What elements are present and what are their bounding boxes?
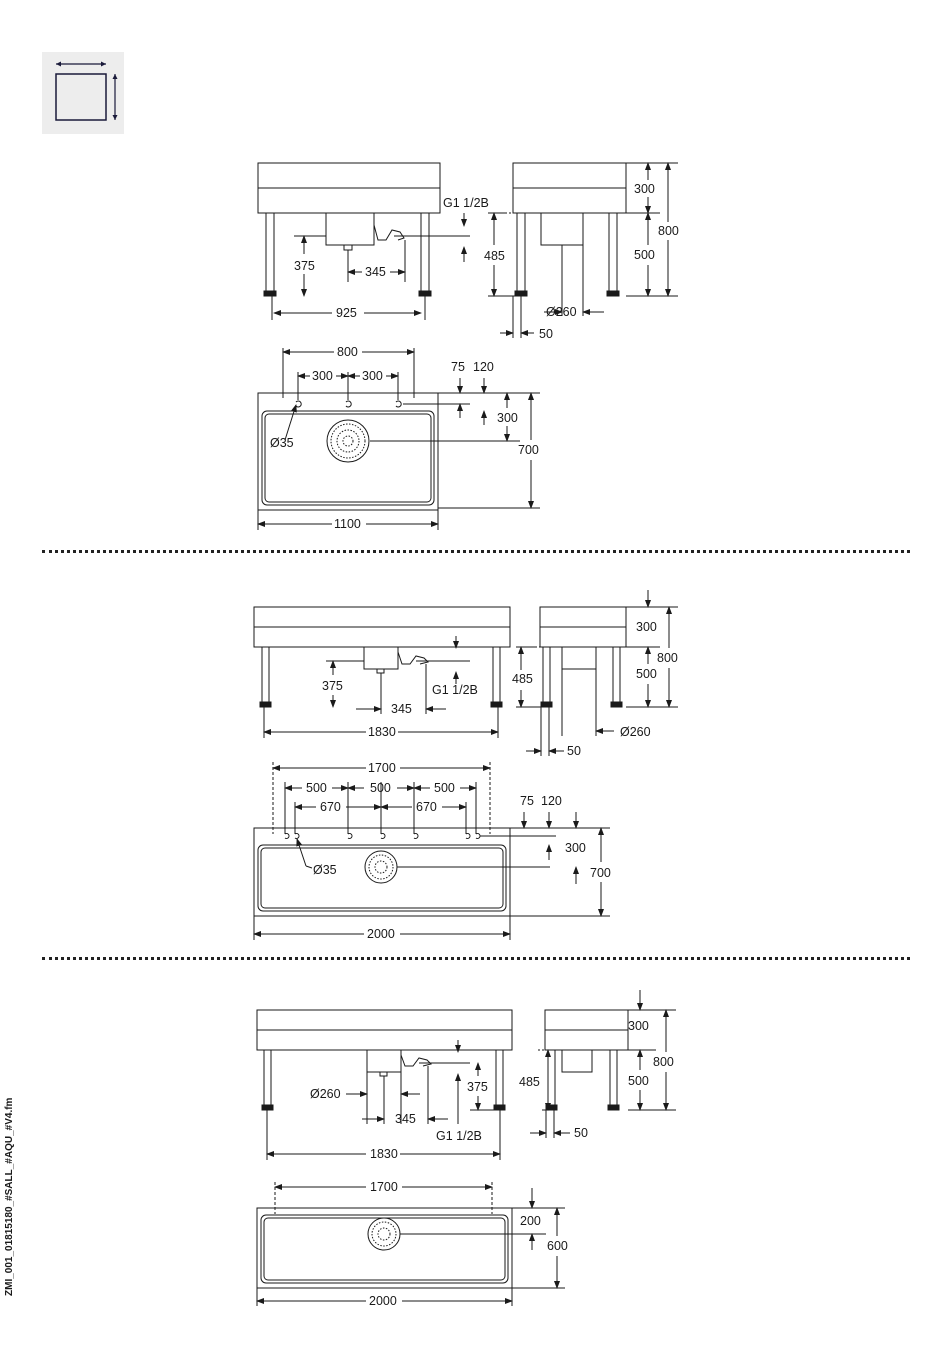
v3-top-dim-200: 200: [520, 1214, 541, 1228]
v3-top-dim-600: 600: [547, 1239, 568, 1253]
v3-side-dim-485: 485: [519, 1075, 540, 1089]
v1-front-dim-345: 345: [365, 265, 386, 279]
variant1-front-view: [258, 163, 470, 320]
variant1-side-view: [505, 163, 626, 296]
v1-top-dim-300b: 300: [362, 369, 383, 383]
v3-side-dim-500: 500: [628, 1074, 649, 1088]
v2-top-dim-500b: 500: [370, 781, 391, 795]
v3-front-dim-345: 345: [395, 1112, 416, 1126]
v2-side-dim-50: 50: [567, 744, 581, 758]
v2-top-dim-670b: 670: [416, 800, 437, 814]
v3-side-dim-800: 800: [653, 1055, 674, 1069]
v1-top-dim-35: Ø35: [270, 436, 294, 450]
variant3-top-view: [257, 1208, 546, 1288]
variant1-top-view: [258, 393, 520, 510]
v1-front-dim-925: 925: [336, 306, 357, 320]
v2-top-dim-75: 75: [520, 794, 534, 808]
v2-front-dim-375: 375: [322, 679, 343, 693]
v2-side-dim-485: 485: [512, 672, 533, 686]
v2-side-dim-800: 800: [657, 651, 678, 665]
v1-top-dim-120: 120: [473, 360, 494, 374]
v3-front-connection: G1 1/2B: [436, 1129, 482, 1143]
v3-side-dim-50: 50: [574, 1126, 588, 1140]
v2-side-dim-300: 300: [636, 620, 657, 634]
v1-front-dim-375: 375: [294, 259, 315, 273]
variant2-top-view: [254, 828, 556, 916]
v3-front-dim-375: 375: [467, 1080, 488, 1094]
v1-top-dim-1100: 1100: [334, 517, 361, 531]
variant3-top-dims: [257, 1182, 565, 1306]
v3-front-dim-260: Ø260: [310, 1087, 341, 1101]
v2-top-dim-2000: 2000: [367, 927, 395, 941]
v2-top-dim-300: 300: [565, 841, 586, 855]
v2-top-dim-500c: 500: [434, 781, 455, 795]
v3-top-dim-2000: 2000: [369, 1294, 397, 1308]
v1-side-dim-260: Ø260: [546, 305, 577, 319]
v1-side-dim-500: 500: [634, 248, 655, 262]
v2-top-dim-1700: 1700: [368, 761, 396, 775]
v2-front-connection: G1 1/2B: [432, 683, 478, 697]
v3-front-dim-1830: 1830: [370, 1147, 398, 1161]
v1-side-dim-485: 485: [484, 249, 505, 263]
v1-side-dim-50: 50: [539, 327, 553, 341]
v2-top-dim-35: Ø35: [313, 863, 337, 877]
v1-top-dim-300c: 300: [497, 411, 518, 425]
v1-top-dim-75: 75: [451, 360, 465, 374]
v3-side-dim-300: 300: [628, 1019, 649, 1033]
v1-top-dim-300a: 300: [312, 369, 333, 383]
v2-front-dim-345: 345: [391, 702, 412, 716]
v2-top-dim-120: 120: [541, 794, 562, 808]
v1-top-dim-700: 700: [518, 443, 539, 457]
v2-top-dim-670a: 670: [320, 800, 341, 814]
v1-side-dim-800: 800: [658, 224, 679, 238]
v3-top-dim-1700: 1700: [370, 1180, 398, 1194]
v2-top-dim-500a: 500: [306, 781, 327, 795]
v1-top-dim-800: 800: [337, 345, 358, 359]
v2-side-dim-500: 500: [636, 667, 657, 681]
v2-side-dim-260: Ø260: [620, 725, 651, 739]
variant3-side-view: [538, 1010, 628, 1110]
v2-top-dim-700: 700: [590, 866, 611, 880]
v1-front-connection: G1 1/2B: [443, 196, 489, 210]
v2-front-dim-1830: 1830: [368, 725, 396, 739]
v1-side-dim-300: 300: [634, 182, 655, 196]
variant2-side-view: [535, 607, 626, 707]
variant1-top-dims: [258, 348, 540, 530]
